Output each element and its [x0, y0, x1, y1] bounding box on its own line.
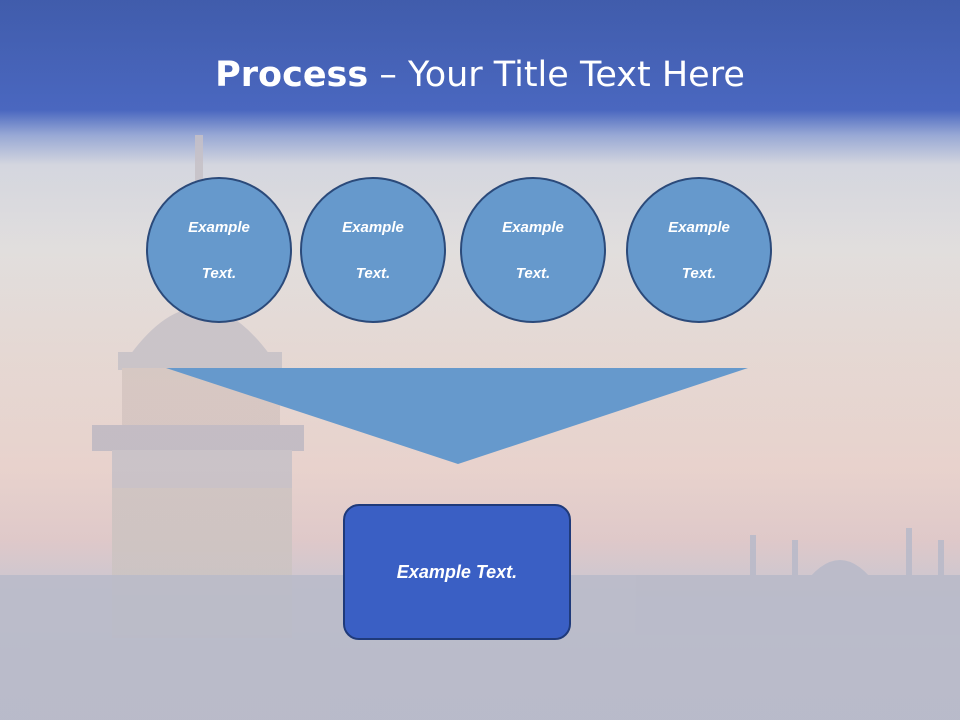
step-1-line1: Example — [188, 218, 250, 236]
step-3-line1: Example — [502, 218, 564, 236]
step-4-line2: Text. — [681, 264, 717, 282]
step-3-line2: Text. — [515, 264, 551, 282]
step-2-line2: Text. — [355, 264, 391, 282]
result-box: Example Text. — [343, 504, 571, 640]
step-1-line2: Text. — [201, 264, 237, 282]
result-label: Example Text. — [396, 561, 518, 582]
slide-title: Process – Your Title Text Here — [0, 52, 960, 98]
title-rest: – Your Title Text Here — [368, 55, 745, 95]
title-bold: Process — [215, 55, 369, 95]
step-2-line1: Example — [342, 218, 404, 236]
step-4-line1: Example — [668, 218, 730, 236]
